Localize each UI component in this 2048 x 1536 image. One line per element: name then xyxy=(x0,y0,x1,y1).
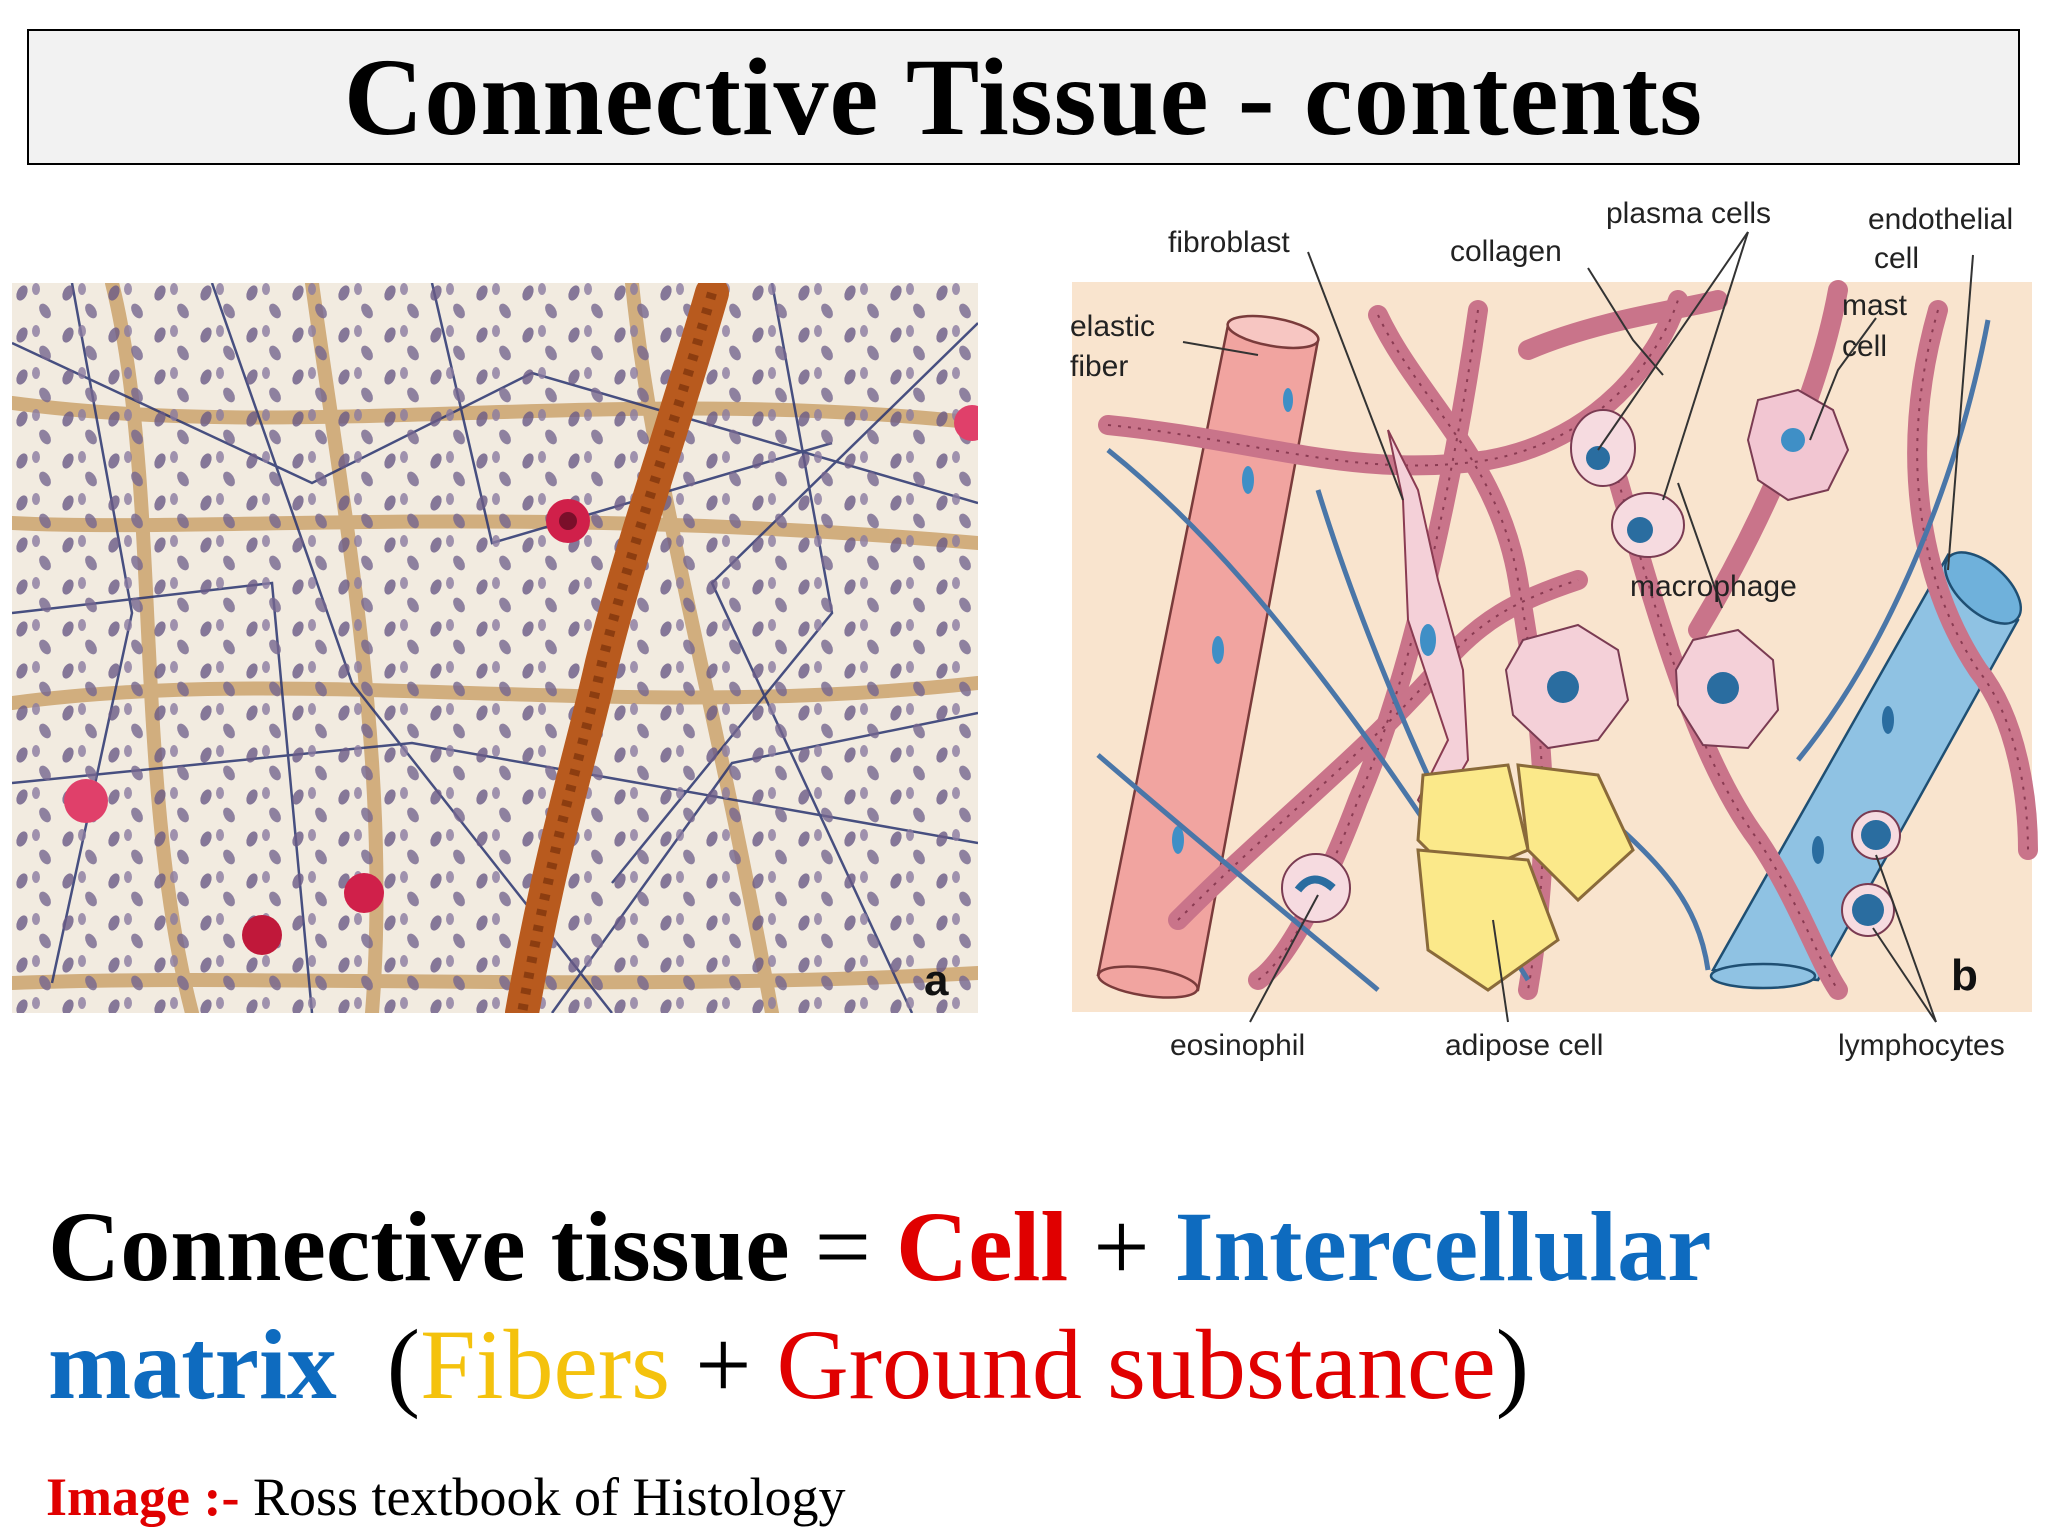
label-elastic-1: elastic xyxy=(1070,310,1155,343)
image-credit: Image :- Ross textbook of Histology xyxy=(46,1467,846,1527)
eq-ground-substance: Ground substance xyxy=(776,1309,1496,1420)
plasma-cell-shapes xyxy=(1570,409,1685,558)
eq-intercellular: Intercellular xyxy=(1174,1191,1712,1302)
label-plasma-cells: plasma cells xyxy=(1606,200,1771,230)
label-fibroblast: fibroblast xyxy=(1168,226,1290,259)
micrograph-image: a xyxy=(12,283,978,1013)
arteriole xyxy=(1096,314,1320,999)
eq-open-paren: ( xyxy=(336,1309,421,1420)
label-mast-1: mast xyxy=(1842,289,1908,322)
label-collagen: collagen xyxy=(1450,235,1562,268)
eq-cell: Cell xyxy=(896,1191,1069,1302)
adipose-cells xyxy=(1416,763,1635,992)
panel-letter-b: b xyxy=(1951,951,1978,1000)
label-endothelial-1: endothelial xyxy=(1868,203,2013,236)
label-elastic-2: fiber xyxy=(1070,350,1128,383)
label-endothelial-2: cell xyxy=(1874,242,1919,275)
eq-fibers: Fibers xyxy=(420,1309,671,1420)
label-eosinophil: eosinophil xyxy=(1170,1029,1305,1062)
definition-equation: Connective tissue = Cell + Intercellular… xyxy=(48,1188,2008,1424)
label-mast-2: cell xyxy=(1842,330,1887,363)
eq-connective-tissue: Connective tissue xyxy=(48,1191,790,1302)
label-macrophage: macrophage xyxy=(1630,570,1797,603)
label-adipose-cell: adipose cell xyxy=(1445,1029,1603,1062)
eq-close-paren: ) xyxy=(1495,1309,1530,1420)
panel-letter-a: a xyxy=(924,956,949,1005)
eq-equals: = xyxy=(789,1191,897,1302)
eq-plus-2: + xyxy=(670,1309,777,1420)
eq-plus-1: + xyxy=(1068,1191,1175,1302)
credit-label: Image :- xyxy=(46,1467,240,1527)
connective-tissue-diagram: fibroblast collagen plasma cells endothe… xyxy=(1070,200,2038,1062)
slide-title: Connective Tissue - contents xyxy=(343,36,1704,158)
title-box: Connective Tissue - contents xyxy=(27,29,2020,165)
label-lymphocytes: lymphocytes xyxy=(1838,1029,2005,1062)
credit-text: Ross textbook of Histology xyxy=(239,1467,846,1527)
eq-matrix: matrix xyxy=(48,1309,337,1420)
